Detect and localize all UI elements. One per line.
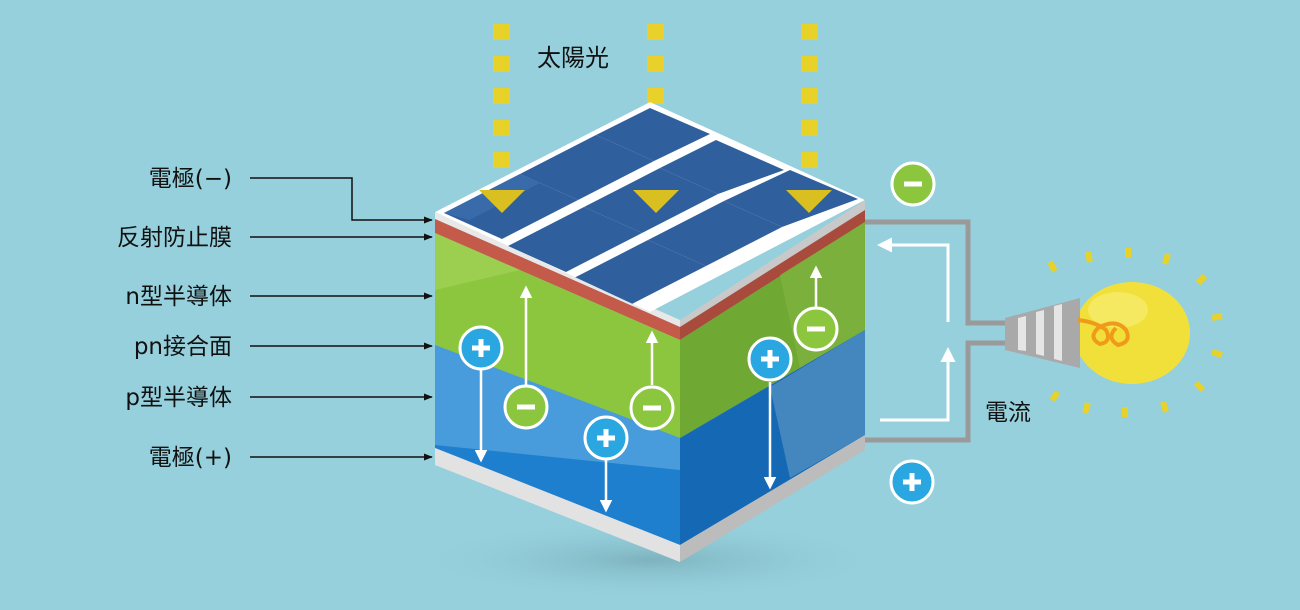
minus-circle-icon	[629, 385, 675, 431]
down-triangle-icon	[786, 190, 832, 213]
sunlight-title: 太陽光	[537, 44, 609, 72]
anti-reflection-left	[435, 219, 680, 340]
external-circuit	[865, 219, 1005, 443]
bulb-base-threads	[1018, 304, 1062, 361]
light-bulb-icon	[1005, 248, 1223, 417]
panel-cell	[596, 108, 710, 161]
anti-reflection-right	[680, 210, 865, 340]
plus-circle-icon	[583, 415, 629, 461]
label-anti-reflection-film: 反射防止膜	[117, 225, 232, 251]
minus-circle-icon	[890, 161, 936, 207]
n-layer-left-shade	[435, 233, 520, 290]
panel-cell	[508, 207, 642, 272]
plus-circle-icon	[747, 336, 793, 382]
label-pn-junction: pn接合面	[134, 334, 232, 360]
current-arrow-top	[877, 237, 950, 322]
plus-circle-icon	[889, 459, 935, 505]
n-layer-left	[435, 233, 680, 438]
label-current: 電流	[985, 400, 1031, 426]
minus-circle-icon	[793, 306, 839, 352]
panel-cell	[572, 240, 706, 305]
wire-bottom	[865, 340, 1005, 443]
current-arrow-bottom	[880, 347, 956, 422]
panel-cell	[660, 140, 784, 194]
carriers	[458, 161, 936, 505]
front-electrode-right	[680, 200, 865, 327]
sunlight-ray-left	[493, 24, 510, 168]
minus-circle-icon	[503, 384, 549, 430]
panel-cell	[444, 174, 578, 239]
label-p-type-semiconductor: p型半導体	[125, 385, 232, 411]
down-triangle-icon	[633, 190, 679, 213]
p-layer-right-light	[770, 330, 865, 478]
back-electrode-left	[435, 448, 680, 562]
panel-cell	[724, 170, 858, 227]
front-electrode-left	[435, 212, 680, 327]
plus-circle-icon	[458, 325, 504, 371]
sunlight-triangles	[479, 190, 832, 213]
label-electrode-positive: 電極(+)	[149, 445, 232, 471]
bulb-glass-shine	[1088, 292, 1148, 328]
cube-left-face	[435, 212, 680, 562]
carrier-arrows	[474, 265, 823, 513]
wire-top	[865, 219, 1005, 326]
sunlight-ray-right	[801, 24, 818, 168]
cube-shadow	[410, 520, 890, 600]
leader-lines	[250, 177, 433, 461]
back-electrode-right	[680, 435, 865, 562]
layer-labels: 電極(−) 反射防止膜 n型半導体 pn接合面 p型半導体 電極(+)	[117, 166, 232, 471]
panel-cell	[648, 201, 782, 266]
down-triangle-icon	[479, 190, 525, 213]
leader-electrode-negative	[250, 177, 433, 224]
panel-cell	[520, 135, 654, 200]
label-n-type-semiconductor: n型半導体	[125, 284, 232, 310]
bulb-rays	[1047, 248, 1223, 417]
label-electrode-negative: 電極(−)	[149, 166, 232, 192]
bulb-filament	[1077, 318, 1130, 348]
